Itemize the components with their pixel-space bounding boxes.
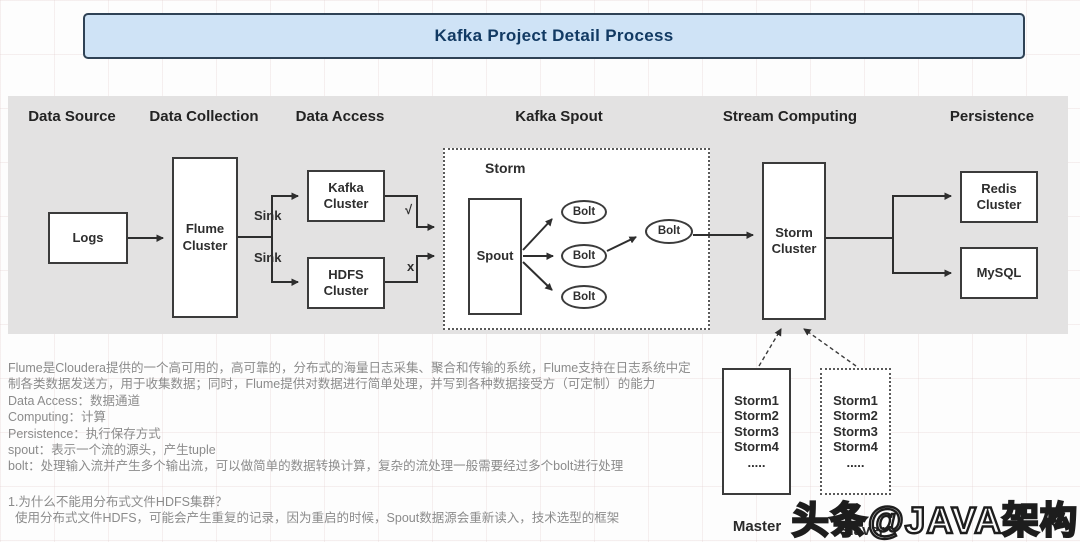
question-line: 1.为什么不能用分布式文件HDFS集群？ — [8, 495, 228, 509]
node-redis-cluster: Redis Cluster — [960, 171, 1038, 223]
column-header-data-source: Data Source — [28, 108, 116, 125]
node-storm-cluster: Storm Cluster — [762, 162, 826, 320]
diagram-title: Kafka Project Detail Process — [83, 13, 1025, 59]
column-header-data-collection: Data Collection — [149, 108, 259, 125]
note-line: 制各类数据发送方，用于收集数据；同时，Flume提供对数据进行简单处理，并写到各… — [8, 377, 656, 392]
node-master-storm-list: Storm1 Storm2 Storm3 Storm4 ..... — [722, 368, 791, 495]
node-hdfs-cluster: HDFS Cluster — [307, 257, 385, 309]
cross-mark: x — [407, 259, 415, 274]
column-header-data-access: Data Access — [295, 108, 385, 125]
sink-label-bottom: Sink — [254, 250, 282, 265]
answer-line: 使用分布式文件HDFS，可能会产生重复的记录，因为重启的时候，Spout数据源会… — [15, 511, 620, 526]
watermark-text: 头条@JAVA架构 — [791, 499, 1079, 542]
node-bolt-2: Bolt — [561, 244, 607, 268]
node-bolt-3: Bolt — [561, 285, 607, 309]
master-label: Master — [732, 518, 782, 535]
node-bolt-1: Bolt — [561, 200, 607, 224]
sink-label-top: Sink — [254, 208, 282, 223]
slaver-label: Slaver — [839, 522, 885, 539]
annotation-notes: Flume是Cloudera提供的一个高可用的，高可靠的，分布式的海量日志采集、… — [8, 360, 691, 475]
note-line: spout：表示一个流的源头，产生tuple — [8, 443, 216, 458]
storm-group-label: Storm — [485, 160, 526, 176]
node-flume-cluster: Flume Cluster — [172, 157, 238, 318]
node-kafka-cluster: Kafka Cluster — [307, 170, 385, 222]
note-line: Data Access：数据通道 — [8, 393, 140, 408]
check-mark: √ — [405, 202, 413, 217]
note-line: Persistence：执行保存方式 — [8, 426, 161, 441]
note-line: Computing：计算 — [8, 410, 106, 425]
note-line: Flume是Cloudera提供的一个高可用的，高可靠的，分布式的海量日志采集、… — [8, 361, 691, 375]
column-header-kafka-spout: Kafka Spout — [515, 108, 603, 125]
question-block: 1.为什么不能用分布式文件HDFS集群？ 使用分布式文件HDFS，可能会产生重复… — [8, 494, 619, 527]
node-logs: Logs — [48, 212, 128, 264]
node-spout: Spout — [468, 198, 522, 315]
column-header-persistence: Persistence — [949, 108, 1035, 125]
node-mysql: MySQL — [960, 247, 1038, 299]
note-line: bolt：处理输入流并产生多个输出流，可以做简单的数据转换计算，复杂的流处理一般… — [8, 459, 624, 474]
node-slaver-storm-list: Storm1 Storm2 Storm3 Storm4 ..... — [820, 368, 891, 495]
dashed-arrow-slaver-to-cluster — [803, 328, 857, 367]
dashed-arrow-master-to-cluster — [758, 328, 782, 367]
node-bolt-4: Bolt — [645, 219, 693, 244]
column-header-stream-computing: Stream Computing — [722, 108, 858, 125]
